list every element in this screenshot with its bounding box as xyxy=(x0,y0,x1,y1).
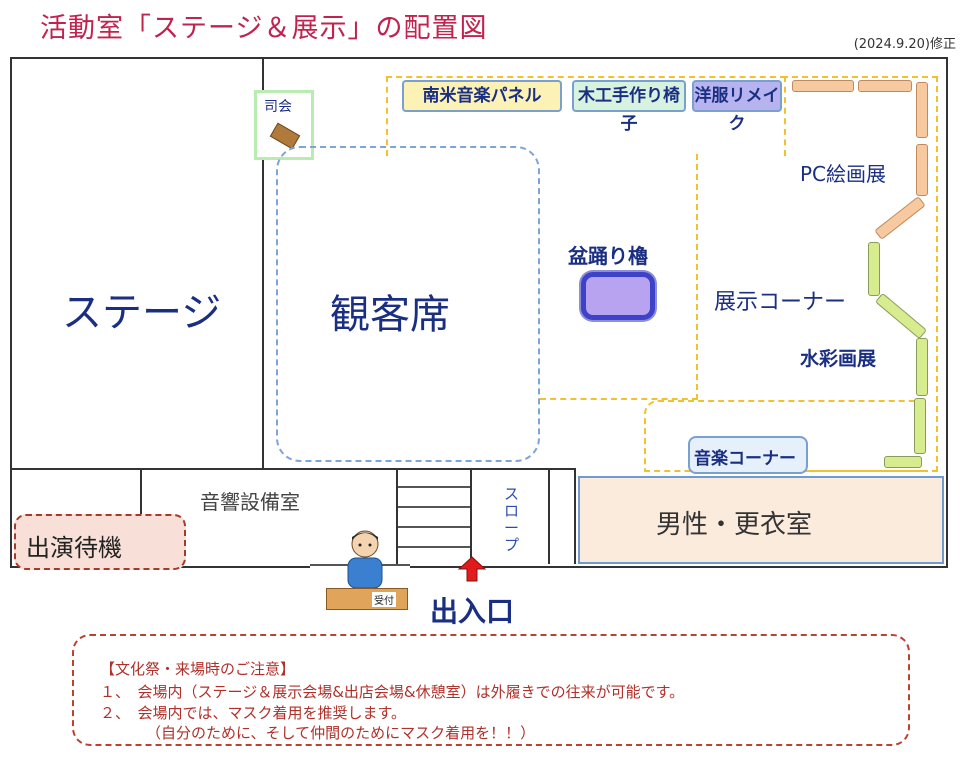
bon-odori-yagura xyxy=(581,272,655,320)
notes-heading: 【文化祭・来場時のご注意】 xyxy=(100,660,296,678)
entrance-arrow-icon xyxy=(457,556,487,582)
notes-item-1: １、 会場内（ステージ＆展示会場&出店会場&休憩室）は外履きでの往来が可能です。 xyxy=(100,683,685,701)
sound-room-label: 音響設備室 xyxy=(200,490,300,514)
partition-orange xyxy=(858,80,912,92)
watercolor-label: 水彩画展 xyxy=(800,348,877,370)
floor-divider xyxy=(10,468,576,470)
partition-orange xyxy=(916,144,928,196)
audience-label: 観客席 xyxy=(330,292,450,338)
revision-date: (2024.9.20)修正 xyxy=(853,37,956,52)
partition-green xyxy=(914,398,926,454)
reception-label: 受付 xyxy=(372,592,396,607)
changing-room xyxy=(578,476,944,564)
slope-label: スロープ xyxy=(504,485,520,554)
reception-person-icon xyxy=(340,528,390,594)
mc-label: 司会 xyxy=(264,99,292,115)
notes-item-2: ２、 会場内では、マスク着用を推奨します。 xyxy=(100,704,407,722)
pc-art-label: PC絵画展 xyxy=(800,162,887,186)
entrance-label: 出入口 xyxy=(430,595,515,628)
clothing-remake-panel: 洋服リメイク xyxy=(692,80,782,134)
partition-orange xyxy=(916,82,928,138)
wooden-chair-panel: 木工手作り椅子 xyxy=(572,80,686,134)
music-corner-label: 音楽コーナー xyxy=(694,449,796,469)
exhibit-zone-middle xyxy=(540,154,698,400)
notes-box xyxy=(72,634,910,746)
audience-area xyxy=(276,146,540,462)
partition-orange xyxy=(792,80,854,92)
music-corner-box xyxy=(688,436,808,474)
bon-odori-label: 盆踊り櫓 xyxy=(568,244,648,268)
sound-room-wall xyxy=(140,468,142,514)
exhibit-zone-right xyxy=(782,76,938,472)
performer-waiting-label: 出演待機 xyxy=(26,534,122,562)
changing-room-label: 男性・更衣室 xyxy=(656,510,813,540)
exhibit-corner-label: 展示コーナー xyxy=(714,290,847,315)
exhibit-zone-top xyxy=(386,76,786,156)
wall-line xyxy=(550,468,576,564)
partition-green xyxy=(868,242,880,296)
performer-waiting-box xyxy=(14,514,186,570)
partition-green xyxy=(916,338,928,396)
stage-label: ステージ xyxy=(62,290,222,336)
south-american-music-panel: 南米音楽パネル xyxy=(402,80,562,112)
partition-green xyxy=(884,456,922,468)
notes-item-3: （自分のために、そして仲間のためにマスク着用を！！） xyxy=(146,724,536,742)
stage-area xyxy=(10,57,264,470)
page-title: 活動室「ステージ＆展示」の配置図 xyxy=(40,13,488,44)
stairs xyxy=(396,468,472,564)
slope-area xyxy=(472,468,550,564)
